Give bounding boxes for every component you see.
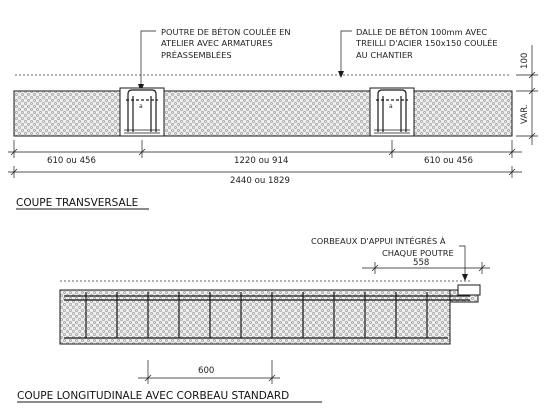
dim-left-edge: 610 ou 456 (47, 156, 96, 166)
beam-note: POUTRE DE BÉTON COULÉE EN ATELIER AVEC A… (138, 26, 291, 92)
corbel-note-line-2: CHAQUE POUTRE (382, 248, 454, 258)
slab-note-line-2: TREILLI D'ACIER 150x150 COULÉE (355, 37, 498, 48)
corbel-dimension: 558 (362, 258, 490, 274)
precast-panel-section (13, 90, 513, 137)
dimension-row-2: 2440 ou 1829 (8, 166, 522, 186)
longitudinal-title: COUPE LONGITUDINALE AVEC CORBEAU STANDAR… (17, 390, 289, 402)
corbel-note-line-1: CORBEAUX D'APPUI INTÉGRÉS À (311, 235, 446, 246)
spacing-dimension: 600 (138, 360, 280, 384)
longitudinal-section: CORBEAUX D'APPUI INTÉGRÉS À CHAQUE POUTR… (17, 235, 490, 403)
stirrups (85, 292, 428, 338)
beam-note-line-2: ATELIER AVEC ARMATURES (161, 38, 273, 48)
dim-corbel-length: 558 (413, 258, 429, 268)
dim-slab-thickness: 100 (520, 53, 530, 69)
corbel-bearing-plate (457, 284, 481, 296)
dim-right-edge: 610 ou 456 (424, 156, 473, 166)
long-panel-section (59, 289, 451, 345)
beam-note-leader (140, 30, 156, 88)
dim-variable-depth: VAR. (520, 104, 530, 124)
corbel-note: CORBEAUX D'APPUI INTÉGRÉS À CHAQUE POUTR… (311, 235, 468, 281)
dim-total-width: 2440 ou 1829 (230, 176, 290, 186)
beam-note-line-1: POUTRE DE BÉTON COULÉE EN (161, 26, 291, 37)
dim-beam-spacing: 1220 ou 914 (234, 156, 288, 166)
slab-note-line-3: AU CHANTIER (356, 50, 413, 60)
beam-right-mark: a (389, 103, 393, 110)
slab-note-line-1: DALLE DE BÉTON 100mm AVEC (356, 26, 487, 37)
slab-note: DALLE DE BÉTON 100mm AVEC TREILLI D'ACIE… (338, 26, 498, 78)
slab-note-leader (340, 30, 352, 75)
beam-left: a (119, 87, 165, 137)
beam-right: a (369, 87, 415, 137)
beam-note-line-3: PRÉASSEMBLÉES (161, 49, 232, 60)
slab-note-arrowhead (338, 71, 344, 78)
beam-left-mark: a (139, 103, 143, 110)
corbel-note-leader (459, 245, 466, 278)
corbel-note-arrowhead (462, 274, 468, 281)
vertical-dimensions: 100 VAR. (516, 45, 538, 145)
dimension-row-1: 610 ou 456 1220 ou 914 610 ou 456 (8, 140, 522, 166)
dim-stirrup-spacing: 600 (198, 366, 214, 376)
transverse-section: POUTRE DE BÉTON COULÉE EN ATELIER AVEC A… (8, 26, 538, 210)
transverse-title: COUPE TRANSVERSALE (16, 197, 138, 209)
